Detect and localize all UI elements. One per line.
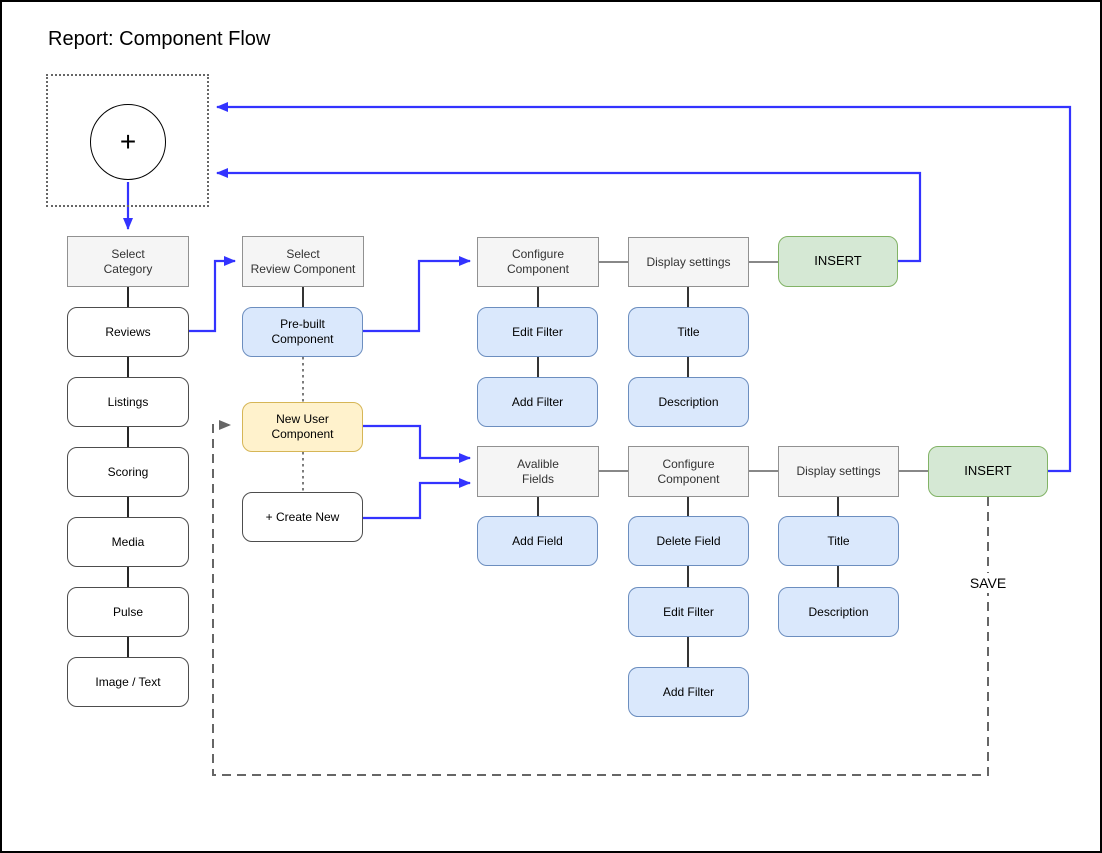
node-add-filter-2[interactable]: Add Filter (628, 667, 749, 717)
node-edit-filter-2[interactable]: Edit Filter (628, 587, 749, 637)
edge-prebuilt-to-configure (363, 256, 471, 333)
node-title-1[interactable]: Title (628, 307, 749, 357)
node-select-review-component: Select Review Component (242, 236, 364, 287)
node-listings[interactable]: Listings (67, 377, 189, 427)
node-new-user-component[interactable]: New User Component (242, 402, 363, 452)
edge-reviews-to-select-review (189, 256, 236, 333)
plus-icon: + (119, 126, 137, 157)
node-media[interactable]: Media (67, 517, 189, 567)
node-scoring[interactable]: Scoring (67, 447, 189, 497)
node-pulse[interactable]: Pulse (67, 587, 189, 637)
node-configure-component-2: Configure Component (628, 446, 749, 497)
node-insert-2[interactable]: INSERT (928, 446, 1048, 497)
add-component-start-node[interactable]: + (90, 104, 166, 180)
node-add-field[interactable]: Add Field (477, 516, 598, 566)
edge-newuser-to-avalible (363, 424, 471, 463)
edge-createnew-to-avalible (363, 478, 471, 520)
node-display-settings-1: Display settings (628, 237, 749, 287)
node-add-filter-1[interactable]: Add Filter (477, 377, 598, 427)
node-reviews[interactable]: Reviews (67, 307, 189, 357)
node-configure-component-1: Configure Component (477, 237, 599, 287)
node-avalible-fields: Avalible Fields (477, 446, 599, 497)
node-description-2[interactable]: Description (778, 587, 899, 637)
save-edge-label: SAVE (964, 573, 1012, 593)
node-create-new[interactable]: + Create New (242, 492, 363, 542)
node-title-2[interactable]: Title (778, 516, 899, 566)
node-edit-filter-1[interactable]: Edit Filter (477, 307, 598, 357)
page-title: Report: Component Flow (48, 28, 271, 50)
node-image-text[interactable]: Image / Text (67, 657, 189, 707)
node-delete-field[interactable]: Delete Field (628, 516, 749, 566)
node-select-category: Select Category (67, 236, 189, 287)
node-pre-built-component[interactable]: Pre-built Component (242, 307, 363, 357)
node-insert-1[interactable]: INSERT (778, 236, 898, 287)
node-display-settings-2: Display settings (778, 446, 899, 497)
edge-horizontal-links (599, 261, 928, 472)
node-description-1[interactable]: Description (628, 377, 749, 427)
